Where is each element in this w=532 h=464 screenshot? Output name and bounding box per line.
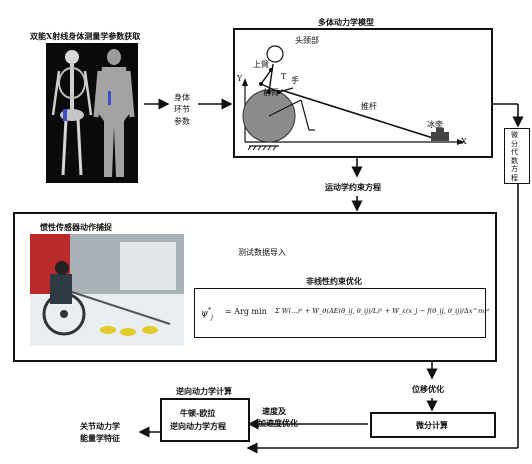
diff-eq-char-3: 代 (511, 148, 518, 156)
newton-euler-line-2: 逆向动力学方程 (170, 421, 226, 431)
newton-euler-box: 牛顿-欧拉 逆向动力学方程 (160, 398, 250, 442)
curling-photo (30, 234, 184, 346)
joint-features-line-1: 关节动力学 (80, 421, 120, 431)
formula-box: ψ*j = Arg min Σ W(...)² + W_θ(AE(θ_ij, θ… (194, 288, 490, 338)
diff-calc-box: 微分计算 (370, 412, 496, 438)
vel-acc-line-1: 速度及 (262, 406, 286, 416)
diff-eq-char-5: 方 (511, 165, 518, 173)
newton-euler-line-1: 牛顿-欧拉 (180, 408, 216, 418)
label-forearm: 前臂 (263, 88, 279, 97)
label-push-rod: 推杆 (361, 102, 377, 111)
formula-terms: Σ W(...)² + W_θ(AE(θ_ij, θ_ij)/L)² + W_ε… (275, 307, 490, 315)
displacement-opt-label: 位移优化 (412, 384, 444, 394)
nonlinear-opt-label: 非线性约束优化 (306, 276, 362, 286)
label-axis-x: X (461, 137, 467, 146)
label-upper-arm: 上臂 (253, 60, 269, 69)
imu-title: 惯性传感器动作捕捉 (40, 222, 112, 232)
vel-acc-line-2: 加速度优化 (258, 418, 298, 428)
multibody-model-box: 头颈部 上臂 T 手 前臂 推杆 冰壶 X Y (233, 28, 493, 158)
kinematic-constraint-label: 运动学约束方程 (325, 182, 381, 192)
test-import-label: 测试数据导入 (238, 248, 286, 257)
label-torso-mark: T (281, 72, 287, 81)
dxa-scan-image (46, 43, 138, 183)
label-hand: 手 (291, 76, 299, 85)
model-figure (242, 45, 465, 151)
scan-title: 双能X射线身体测量学参数获取 (30, 31, 141, 41)
curling-photo-art (30, 234, 184, 346)
skeleton-figure (51, 49, 135, 177)
diff-eq-char-1: 微 (511, 131, 518, 139)
formula-lhs: ψ*j (201, 307, 213, 321)
params-line-1: 身体 (174, 93, 190, 102)
diff-calc-label: 微分计算 (416, 420, 448, 430)
formula-argmin: = Arg min (225, 307, 267, 316)
params-line-2: 环节 (174, 105, 190, 114)
params-line-3: 参数 (174, 117, 190, 126)
label-head-neck: 头颈部 (295, 36, 319, 45)
label-stone: 冰壶 (427, 120, 443, 129)
inverse-title: 逆向动力学计算 (176, 386, 232, 396)
joint-features-line-2: 能量学特征 (80, 433, 120, 443)
diff-eq-char-6: 程 (511, 173, 518, 182)
diff-eq-char-4: 数 (511, 156, 518, 165)
label-axis-y: Y (237, 74, 243, 83)
diff-eq-box: 微 分 代 数 方 程 (504, 128, 530, 184)
diff-eq-char-2: 分 (511, 139, 518, 148)
model-title: 多体动力学模型 (318, 17, 374, 27)
